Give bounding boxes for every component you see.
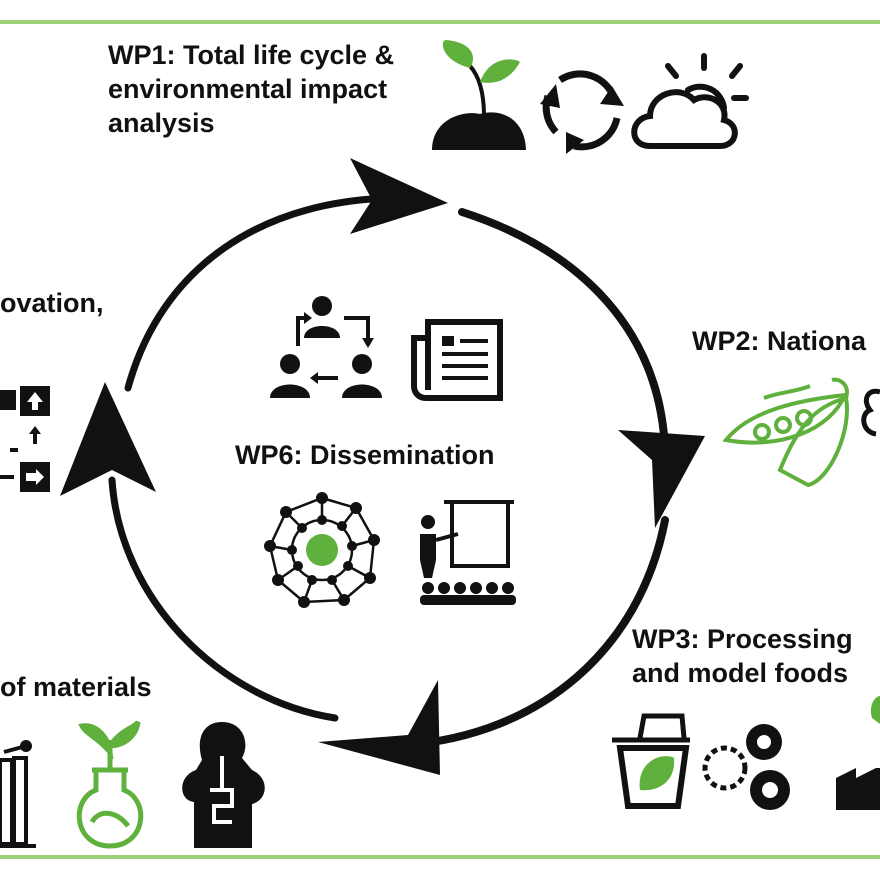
cycle-arc-right [458, 208, 669, 454]
cycle-arc-top [124, 194, 414, 392]
arrowhead-left [60, 382, 156, 496]
wp3-title: WP3: Processing and model foods [632, 622, 853, 690]
wp5-title: ovation, [0, 288, 104, 318]
seedling-soil-icon [432, 40, 526, 150]
arrowhead-top [350, 158, 448, 234]
people-exchange-icon [270, 296, 382, 398]
compost-bin-icon [612, 713, 690, 809]
cycle-arc-bottom [401, 516, 669, 749]
wp3-title-line1: WP3: Processing [632, 624, 853, 654]
pea-pods-icon [722, 377, 849, 488]
wp6-title: WP6: Dissemination [235, 440, 495, 470]
wp1-title: WP1: Total life cycle & environmental im… [108, 38, 394, 140]
presentation-audience-icon [420, 500, 516, 605]
arrowhead-right [618, 430, 705, 528]
plant-flask-icon [76, 720, 144, 849]
recycle-arrows-icon [540, 70, 624, 154]
wp4-title: of materials [0, 672, 152, 702]
cycle-arrowheads [60, 158, 705, 775]
factory-icon [836, 696, 880, 810]
sun-cloud-icon [631, 53, 749, 149]
flowchart-icon [0, 386, 50, 492]
bar-chart-icon [0, 740, 36, 848]
cycle-arc-left [108, 476, 339, 722]
newspaper-icon [411, 319, 503, 401]
wp1-title-line3: analysis [108, 108, 215, 138]
arrowhead-bottom [318, 680, 440, 775]
wp3-title-line2: and model foods [632, 658, 848, 688]
wp1-title-line2: environmental impact [108, 74, 388, 104]
human-digestion-icon [182, 722, 265, 848]
gears-icon [702, 724, 790, 810]
wp2-title: WP2: Nationa [692, 326, 867, 356]
partial-icon [861, 388, 880, 437]
network-globe-icon [264, 492, 380, 608]
wp1-title-line1: WP1: Total life cycle & [108, 40, 395, 70]
cycle-arrows [108, 194, 669, 749]
